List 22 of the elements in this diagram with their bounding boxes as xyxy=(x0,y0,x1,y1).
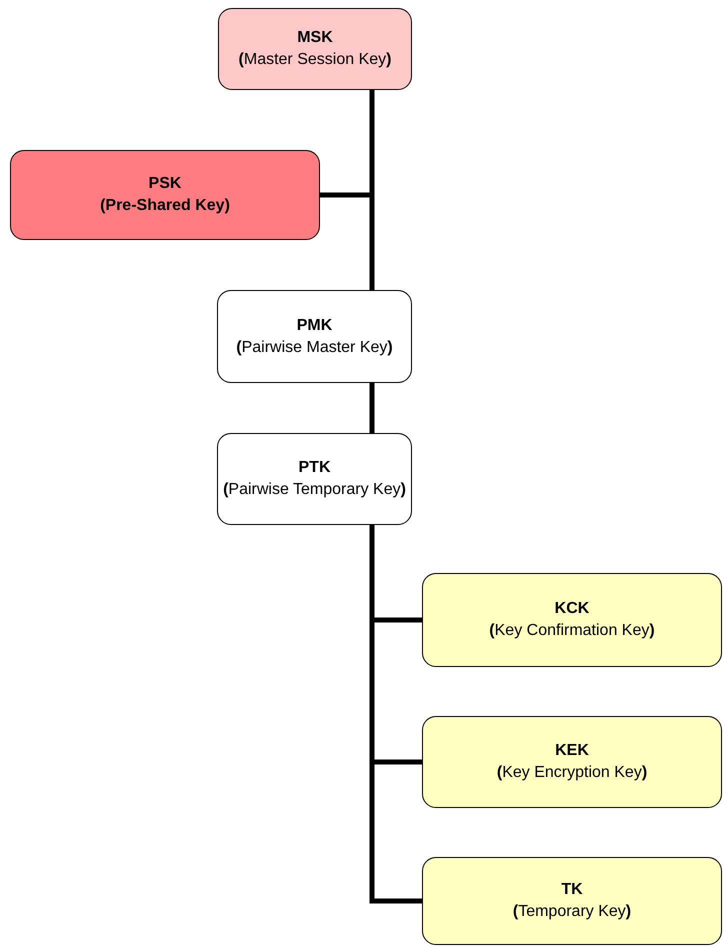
key-box xyxy=(422,573,722,667)
key-name: (Pairwise Master Key) xyxy=(236,338,393,358)
key-abbreviation: PSK xyxy=(148,174,182,194)
key-abbreviation: KCK xyxy=(554,599,590,620)
key-abbreviation: KEK xyxy=(555,741,589,762)
connector-line xyxy=(370,383,374,433)
key-box xyxy=(217,290,412,383)
key-abbreviation: PTK xyxy=(298,458,330,478)
key-abbreviation: PMK xyxy=(296,316,332,336)
key-name: (Master Session Key) xyxy=(238,50,392,70)
key-box xyxy=(422,857,722,945)
key-abbreviation: MSK xyxy=(297,28,333,48)
key-box xyxy=(10,150,320,240)
key-box xyxy=(218,8,412,90)
key-name: (Pairwise Temporary Key) xyxy=(223,480,406,500)
key-name: (Key Confirmation Key) xyxy=(489,621,655,641)
key-abbreviation: TK xyxy=(561,880,583,900)
key-box xyxy=(217,433,412,525)
key-name: (Temporary Key) xyxy=(512,902,632,922)
key-box xyxy=(422,716,722,808)
key-name: (Pre-Shared Key) xyxy=(100,196,230,216)
key-name: (Key Encryption Key) xyxy=(496,763,648,783)
